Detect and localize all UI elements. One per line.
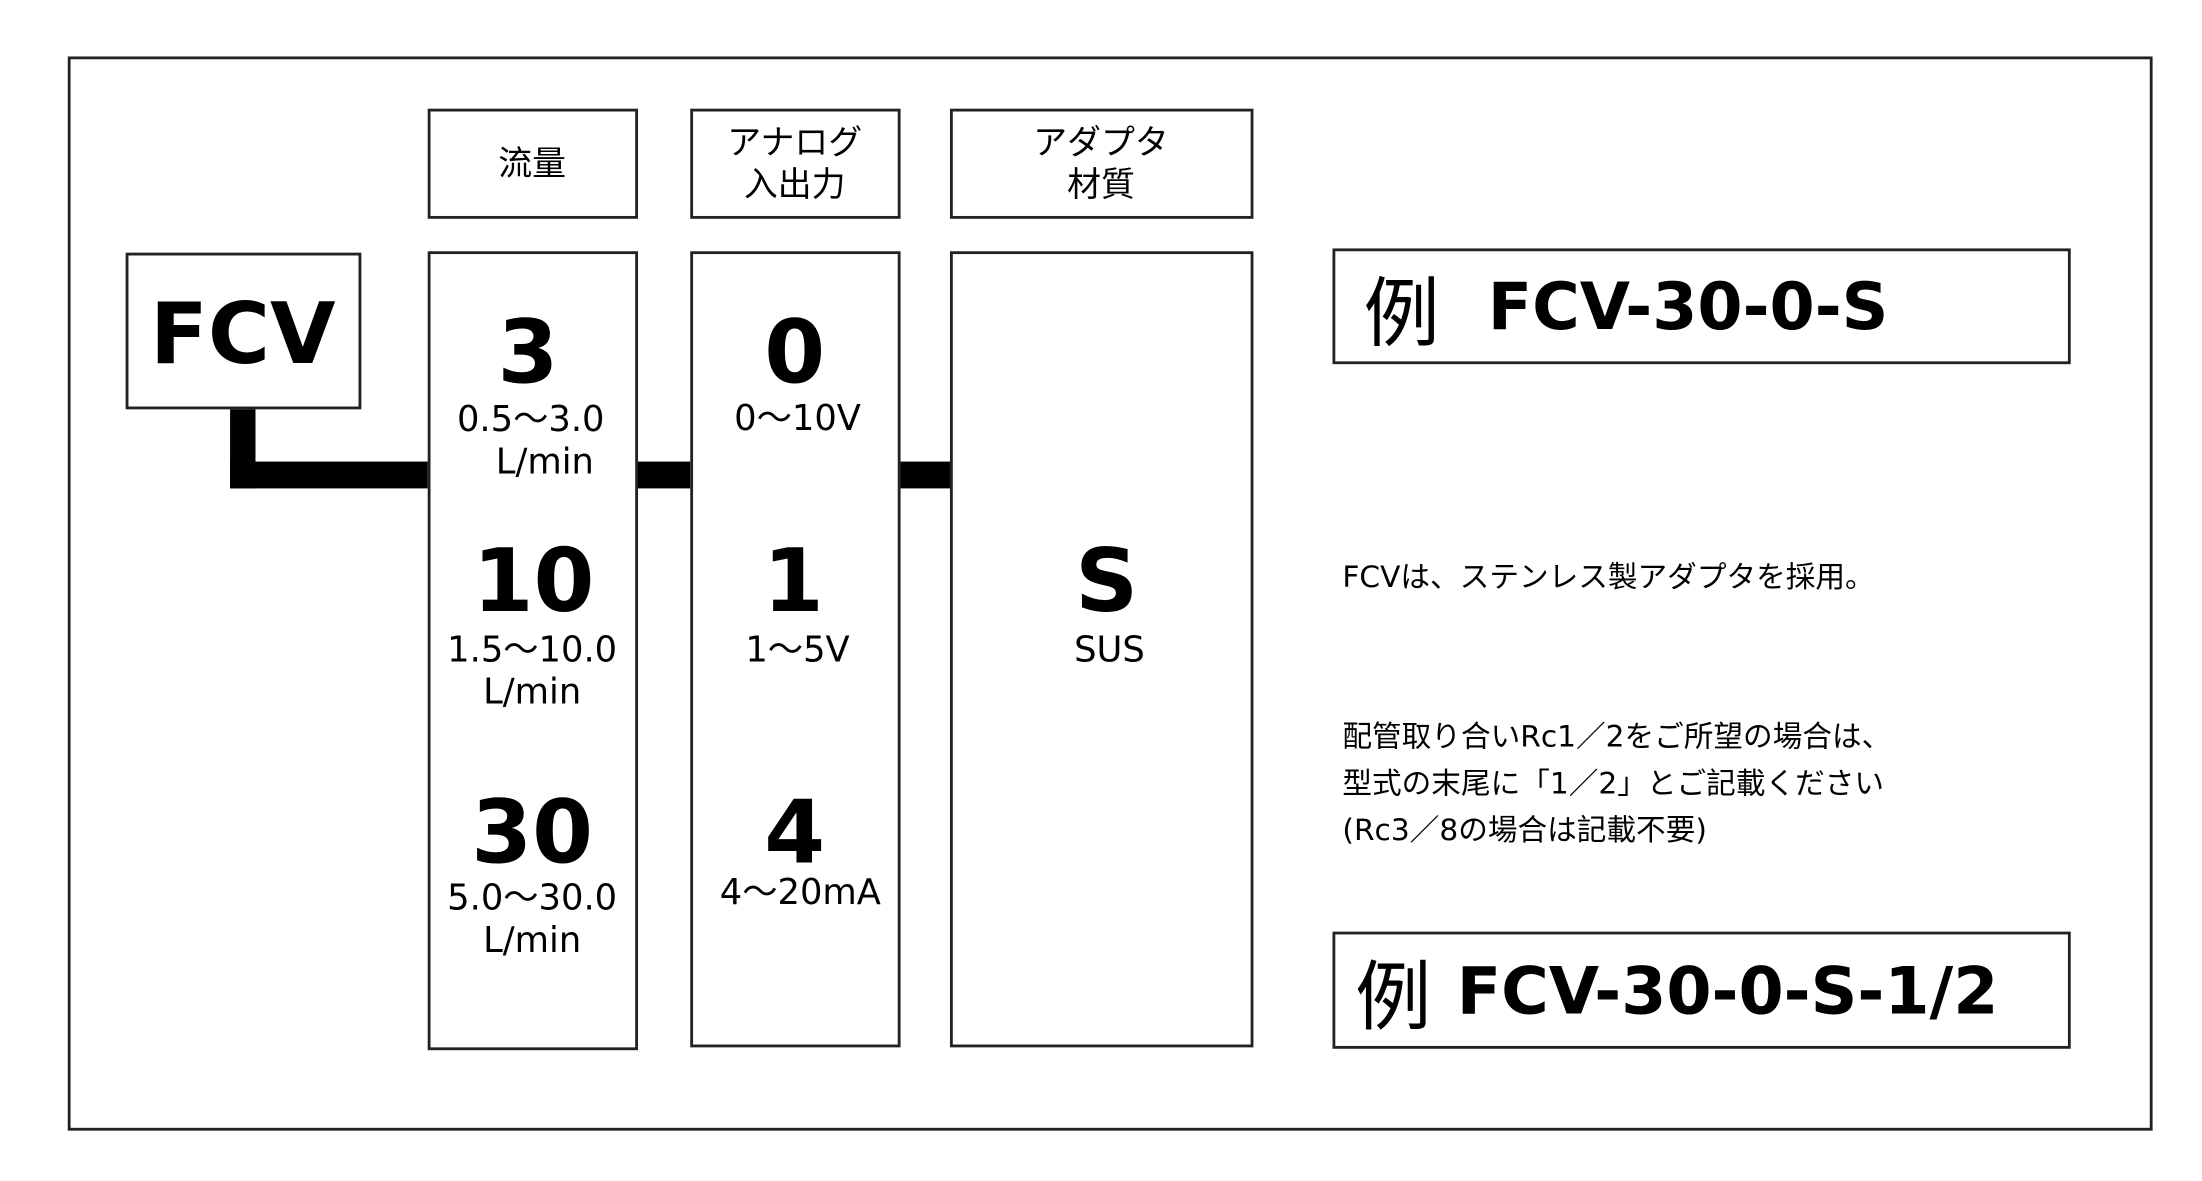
example-label: 例 [1363, 268, 1440, 358]
analog-range: 4〜20mA [719, 871, 881, 913]
adapter-note: FCVは、ステンレス製アダプタを採用。 [1342, 560, 1875, 595]
piping-note-2: 型式の末尾に「1／2」とご記載ください [1342, 766, 1885, 801]
flow-unit: L/min [483, 919, 582, 961]
analog-range: 0〜10V [734, 397, 861, 439]
piping-note-3: (Rc3／8の場合は記載不要) [1342, 813, 1707, 847]
adapter-material: SUS [1074, 628, 1145, 670]
adapter-column [949, 251, 1254, 1048]
flow-unit: L/min [483, 671, 582, 713]
flow-range: 0.5〜3.0 [456, 398, 605, 440]
flow-code: 3 [497, 300, 559, 404]
flow-code: 10 [472, 529, 595, 633]
header-adapter-label-1: アダプタ [1033, 122, 1169, 163]
header-flow-label: 流量 [498, 143, 567, 184]
prefix-box [125, 252, 362, 410]
example-code: FCV-30-0-S-1/2 [1456, 952, 1999, 1029]
connector-to-flow [230, 461, 430, 489]
prefix-label: FCV [149, 285, 336, 384]
analog-column [690, 251, 901, 1048]
example-1: 例 FCV-30-0-S [1364, 248, 1889, 364]
piping-note-1: 配管取り合いRc1／2をご所望の場合は、 [1342, 719, 1892, 754]
analog-range: 1〜5V [745, 628, 850, 670]
flow-unit: L/min [495, 441, 594, 483]
adapter-code: S [1075, 529, 1139, 633]
example-2: 例 FCV-30-0-S-1/2 [1355, 932, 1998, 1049]
connector-flow-analog [635, 461, 692, 489]
example-box-2 [1332, 931, 2071, 1049]
header-analog-label-1: アナログ [727, 122, 863, 163]
example-box-1 [1332, 248, 2071, 365]
flow-code: 30 [471, 780, 594, 884]
analog-code: 4 [764, 780, 826, 884]
header-adapter-label-2: 材質 [1067, 165, 1135, 205]
header-adapter [949, 108, 1254, 219]
analog-code: 0 [764, 300, 826, 404]
flow-column [427, 251, 639, 1051]
connector-analog-adapter [897, 461, 952, 489]
header-flow [427, 108, 639, 219]
example-code: FCV-30-0-S [1487, 268, 1889, 345]
header-analog [690, 108, 901, 219]
analog-code: 1 [762, 529, 824, 633]
example-label: 例 [1355, 952, 1432, 1042]
flow-range: 5.0〜30.0 [447, 877, 618, 919]
header-analog-label-2: 入出力 [743, 165, 846, 205]
flow-range: 1.5〜10.0 [447, 628, 618, 670]
